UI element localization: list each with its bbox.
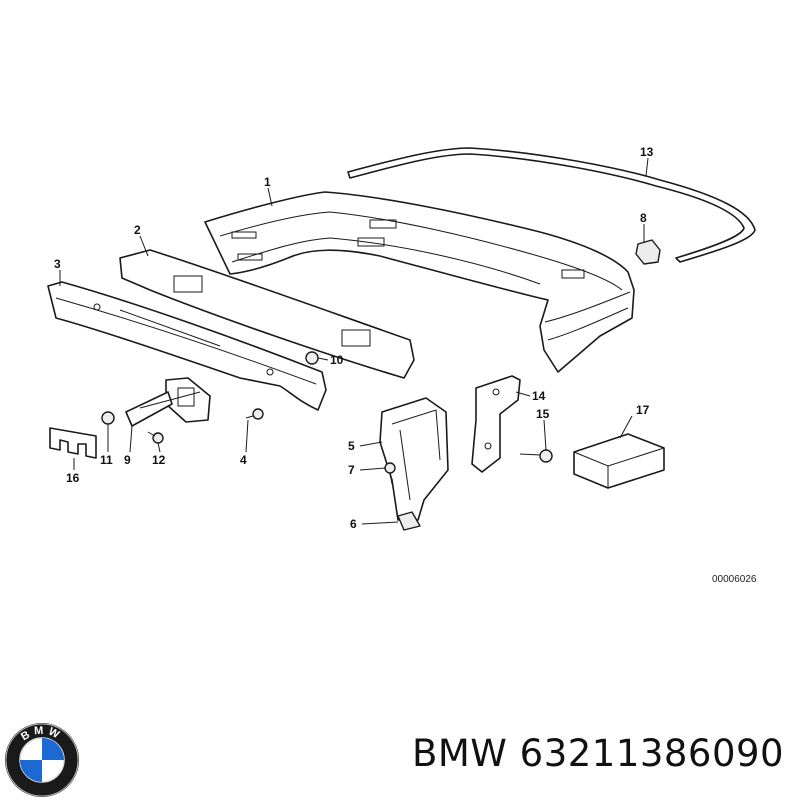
part-3-reinforcement <box>47 281 327 411</box>
callout-9: 9 <box>124 453 131 467</box>
callout-16: 16 <box>66 471 80 485</box>
callout-14: 14 <box>532 389 546 403</box>
leader-lines <box>59 157 649 525</box>
callout-1: 1 <box>264 175 271 189</box>
callout-7: 7 <box>348 463 355 477</box>
part-11-nut <box>101 411 115 425</box>
callout-11: 11 <box>100 453 113 467</box>
callout-8: 8 <box>640 211 647 225</box>
diagram-reference-code: 00006026 <box>712 574 757 585</box>
callout-5: 5 <box>348 439 355 453</box>
part-5-side-bracket <box>379 397 449 521</box>
callout-3: 3 <box>54 257 61 271</box>
part-2-rail <box>119 249 415 379</box>
callout-labels: 1 2 3 4 5 6 7 8 9 10 11 12 13 14 15 16 1… <box>54 145 654 531</box>
part-4-screw <box>245 408 264 420</box>
callout-6: 6 <box>350 517 357 531</box>
part-6-clip <box>397 511 421 531</box>
callout-10: 10 <box>330 353 344 367</box>
callout-2: 2 <box>134 223 141 237</box>
part-9-bracket <box>125 377 211 427</box>
part-14-support <box>471 375 521 473</box>
part-17-pack <box>573 433 665 489</box>
part-7-screw <box>384 462 396 485</box>
part-15-bolt <box>519 449 553 463</box>
callout-15: 15 <box>536 407 550 421</box>
part-number-caption: BMW 63211386090 <box>412 732 785 775</box>
callout-13: 13 <box>640 145 654 159</box>
part-8-clip <box>635 239 661 265</box>
callout-12: 12 <box>152 453 166 467</box>
bmw-logo: BMW <box>5 723 79 797</box>
part-12-screw <box>147 431 164 444</box>
callout-17: 17 <box>636 403 650 417</box>
part-1-bumper-cover <box>204 191 635 373</box>
part-13-trim-strip <box>347 147 756 263</box>
callout-4: 4 <box>240 453 247 467</box>
part-16-shim <box>49 427 97 459</box>
part-10-clip <box>305 351 319 365</box>
